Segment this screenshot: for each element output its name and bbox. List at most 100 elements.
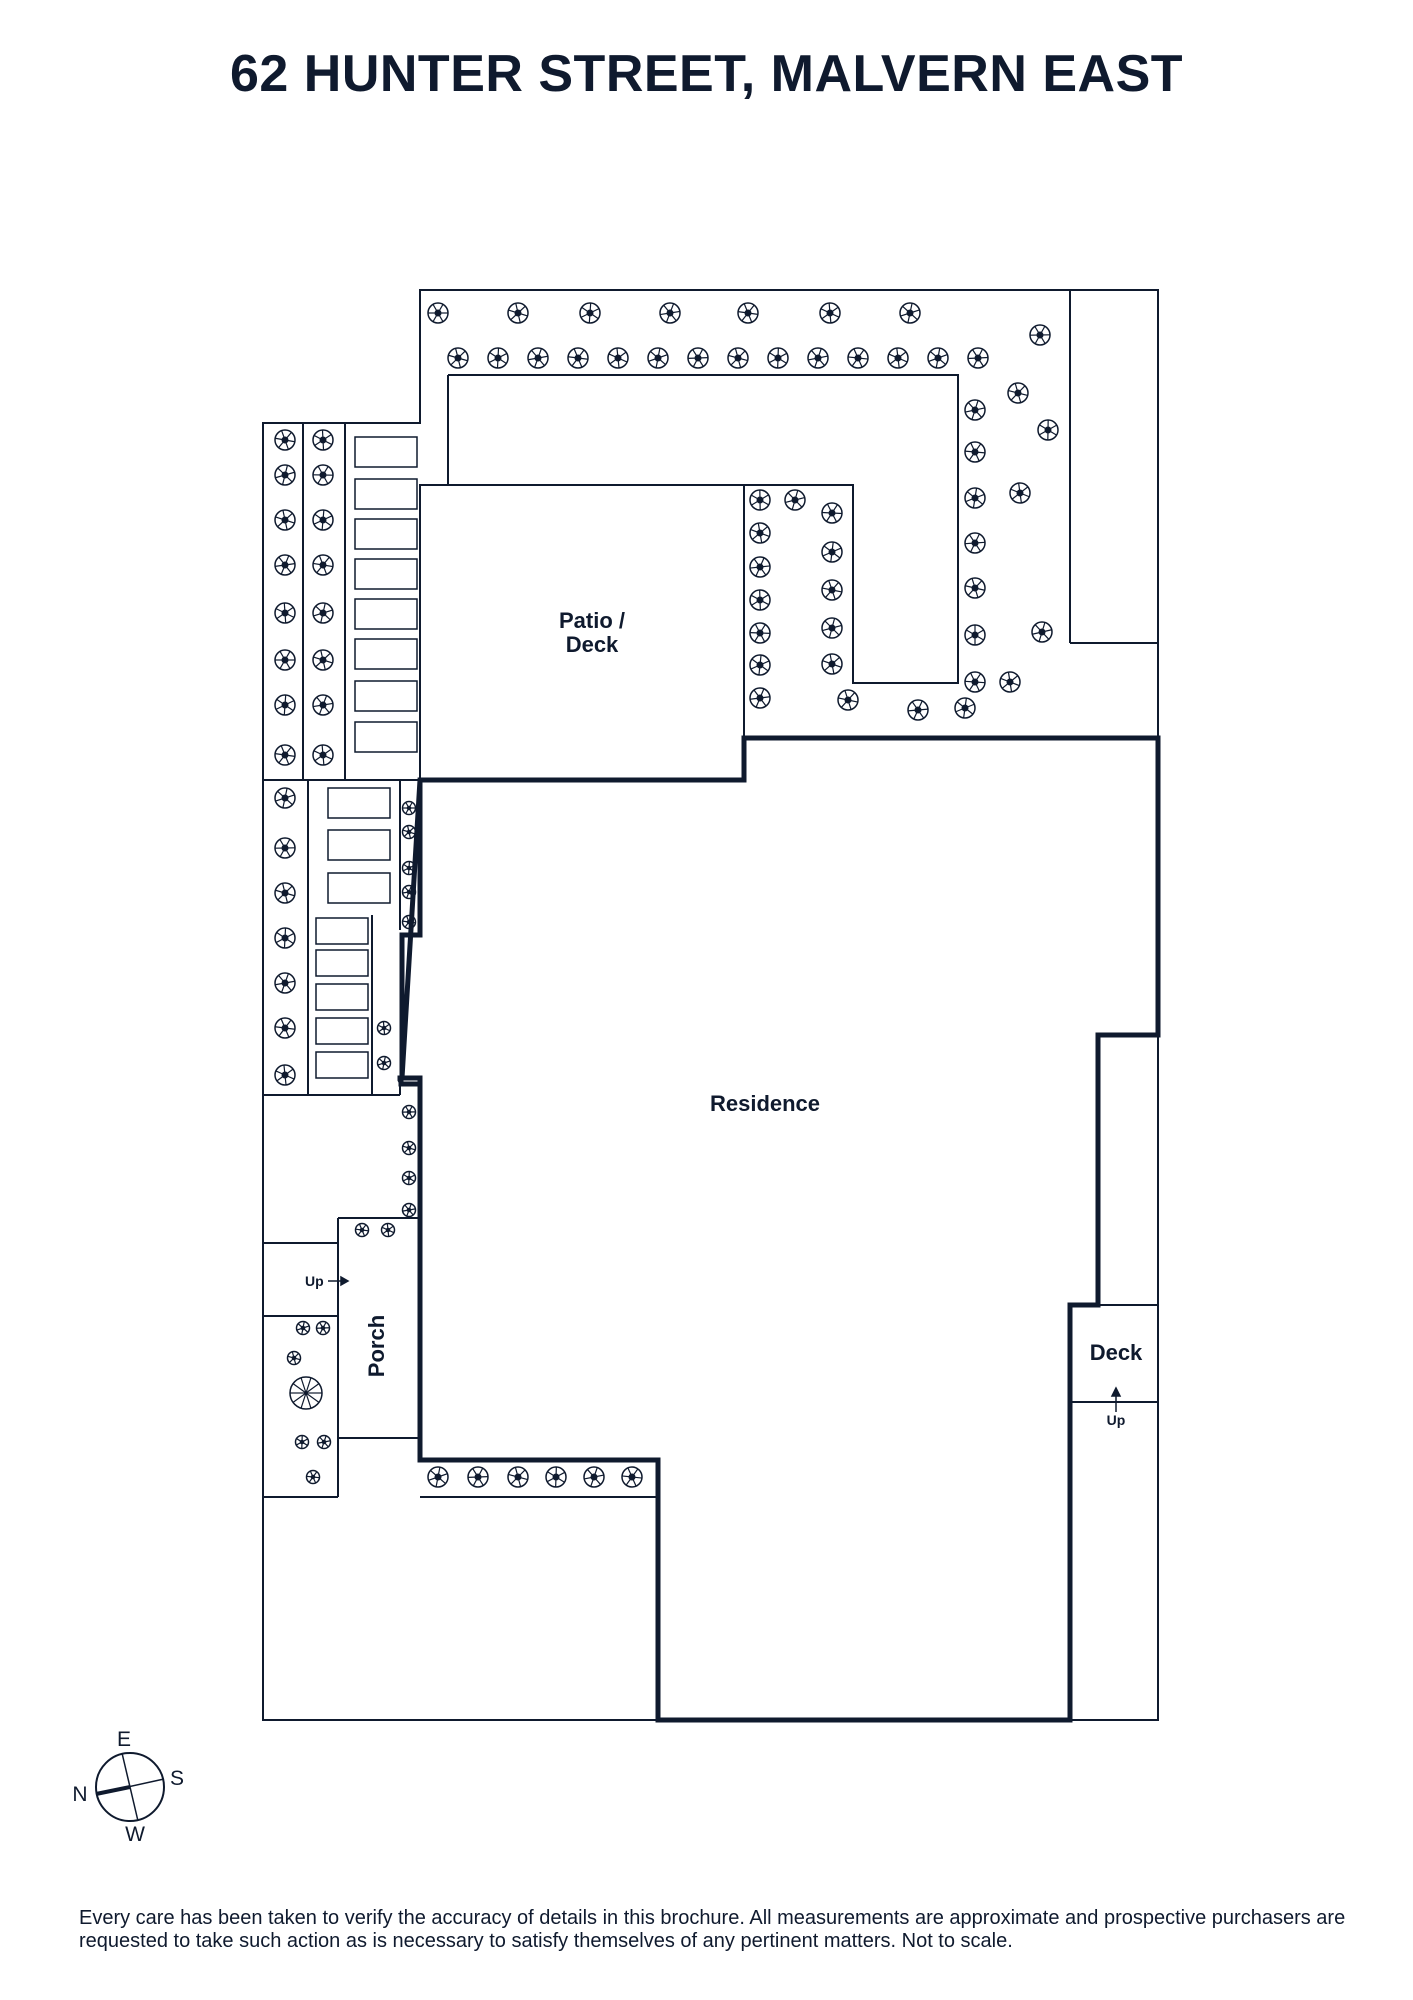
shrub-icon (767, 347, 789, 369)
shrub-group (274, 302, 1059, 1488)
shrub-icon (784, 489, 806, 511)
shrub-icon (487, 347, 509, 369)
shrub-icon (567, 347, 589, 369)
paving-stones (315, 436, 418, 1079)
shrub-icon (274, 1064, 296, 1086)
shrub-icon (659, 302, 681, 324)
arrow-up-icon (1110, 1386, 1122, 1412)
shrub-icon (621, 1466, 643, 1488)
shrub-icon (274, 787, 296, 809)
deck-label: Deck (1090, 1340, 1143, 1365)
tree-icon (289, 1376, 323, 1410)
shrub-icon (1009, 482, 1031, 504)
shrub-icon (315, 1320, 331, 1336)
shrub-icon (274, 972, 296, 994)
compass-icon: E N S W (72, 1728, 184, 1846)
shrub-icon (376, 1020, 392, 1036)
shrub-icon (274, 694, 296, 716)
shrub-icon (527, 347, 549, 369)
shrub-icon (749, 622, 771, 644)
shrub-icon (964, 532, 986, 554)
shrub-icon (274, 744, 296, 766)
shrub-icon (507, 1466, 529, 1488)
compass-east: E (117, 1728, 131, 1751)
shrub-icon (954, 697, 976, 719)
shrub-icon (294, 1434, 310, 1450)
shrub-icon (749, 654, 771, 676)
shrub-icon (312, 464, 334, 486)
shrub-icon (274, 429, 296, 451)
porch-up-label: Up (305, 1273, 324, 1289)
shrub-icon (401, 824, 417, 840)
deck-up-label: Up (1107, 1412, 1126, 1428)
residence-outline (397, 735, 1161, 1723)
shrub-icon (847, 347, 869, 369)
disclaimer: Every care has been taken to verify the … (79, 1907, 1346, 1952)
arrow-right-icon (328, 1275, 350, 1287)
shrub-icon (1007, 382, 1029, 404)
shrub-icon (819, 302, 841, 324)
shrub-icon (312, 744, 334, 766)
shrub-icon (749, 687, 771, 709)
shrub-icon (899, 302, 921, 324)
shrub-icon (887, 347, 909, 369)
shrub-icon (467, 1466, 489, 1488)
shrub-icon (274, 927, 296, 949)
shrub-icon (737, 302, 759, 324)
shrub-icon (821, 617, 843, 639)
shrub-icon (380, 1222, 396, 1238)
shrub-icon (401, 914, 417, 930)
shrub-icon (927, 347, 949, 369)
shrub-icon (274, 649, 296, 671)
shrub-icon (749, 489, 771, 511)
patio-label-line2: Deck (566, 632, 619, 657)
shrub-icon (607, 347, 629, 369)
shrub-icon (749, 589, 771, 611)
shrub-icon (274, 554, 296, 576)
shrub-icon (821, 653, 843, 675)
shrub-icon (687, 347, 709, 369)
shrub-icon (583, 1466, 605, 1488)
shrub-icon (964, 399, 986, 421)
shrub-icon (821, 502, 843, 524)
shrub-icon (907, 699, 929, 721)
shrub-icon (447, 347, 469, 369)
shrub-icon (354, 1222, 370, 1238)
shrub-icon (312, 649, 334, 671)
shrub-icon (312, 694, 334, 716)
shrub-icon (274, 1017, 296, 1039)
shrub-icon (967, 347, 989, 369)
residence-label: Residence (710, 1091, 820, 1116)
shrub-icon (401, 800, 417, 816)
shrub-icon (821, 541, 843, 563)
porch-label: Porch (364, 1315, 389, 1377)
patio-label-line1: Patio / (559, 608, 625, 633)
site-boundary (262, 289, 1159, 1721)
shrub-icon (312, 509, 334, 531)
shrub-icon (964, 671, 986, 693)
shrub-icon (807, 347, 829, 369)
garden-bed-outline (448, 374, 959, 684)
shrub-icon (312, 602, 334, 624)
shrub-icon (376, 1055, 392, 1071)
shrub-icon (727, 347, 749, 369)
shrub-icon (295, 1320, 311, 1336)
shrub-icon (1029, 324, 1051, 346)
compass-south: S (170, 1767, 184, 1790)
shrub-icon (286, 1350, 302, 1366)
shrub-icon (401, 1202, 417, 1218)
shrub-icon (964, 441, 986, 463)
shrub-icon (305, 1469, 321, 1485)
shrub-icon (401, 884, 417, 900)
shrub-icon (312, 429, 334, 451)
shrub-icon (401, 1104, 417, 1120)
shrub-icon (964, 487, 986, 509)
shrub-icon (401, 1140, 417, 1156)
shrub-icon (274, 602, 296, 624)
shrub-icon (749, 556, 771, 578)
shrub-icon (837, 689, 859, 711)
shrub-icon (316, 1434, 332, 1450)
shrub-icon (401, 860, 417, 876)
page-title: 62 HUNTER STREET, MALVERN EAST (229, 45, 1184, 103)
shrub-icon (749, 522, 771, 544)
